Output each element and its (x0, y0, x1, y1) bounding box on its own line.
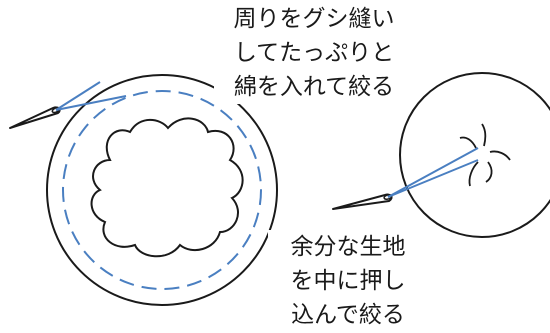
caption-line: を中に押し (268, 264, 428, 298)
gathered-fabric-circle (399, 72, 550, 238)
caption-line: 綿を入れて絞る (214, 70, 414, 104)
caption-line: してたっぷりと (214, 36, 414, 70)
thread-to-center-lower (387, 159, 479, 198)
thread-to-center (387, 147, 479, 198)
running-stitch-line (62, 90, 262, 290)
gathered-center (459, 123, 511, 187)
right-step-drawing (332, 72, 550, 238)
caption-gather-and-stuff: 周りをグシ縫い してたっぷりと 綿を入れて絞る (214, 2, 414, 104)
thread-to-stitch (55, 95, 127, 111)
left-step-drawing (9, 74, 278, 306)
caption-tuck-and-cinch: 余分な生地 を中に押し 込んで絞る (268, 230, 428, 332)
fabric-circle (46, 74, 278, 306)
caption-line: 込んで絞る (268, 298, 428, 332)
sewing-needle-icon (332, 193, 393, 210)
cotton-stuffing-cloud (90, 117, 244, 258)
thread-loose-end (55, 81, 101, 111)
caption-line: 周りをグシ縫い (214, 2, 414, 36)
caption-line: 余分な生地 (268, 230, 428, 264)
